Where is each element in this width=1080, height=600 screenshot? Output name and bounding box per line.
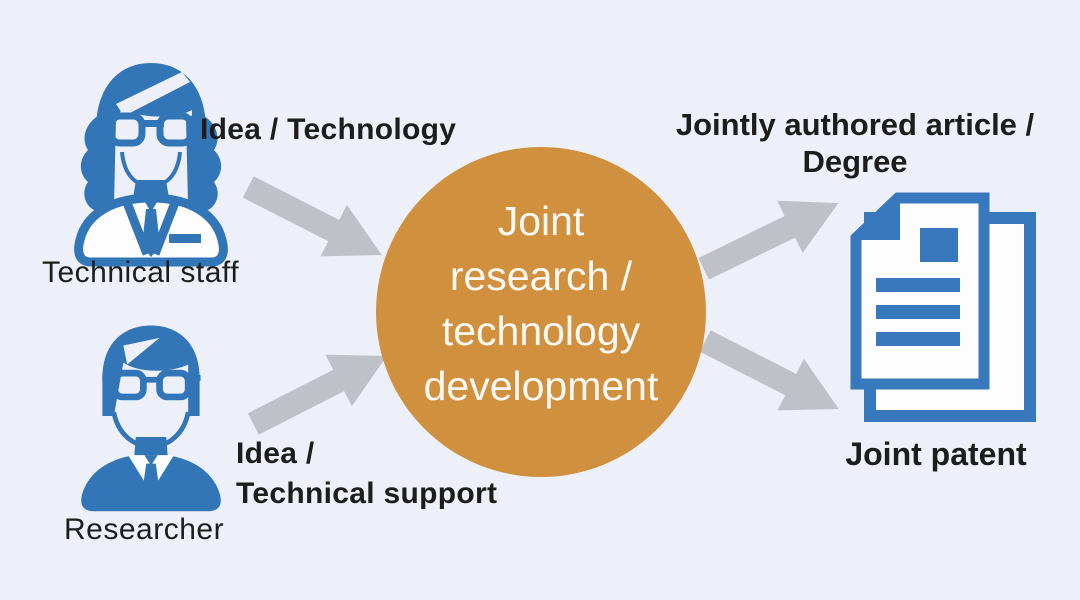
arrow-center-to-article-icon — [698, 200, 839, 280]
arrow-center-to-patent-icon — [699, 330, 839, 411]
joint-research-circle-text: Joint research / technology development — [424, 194, 659, 414]
researcher-label: Researcher — [64, 513, 225, 546]
circle-line4: development — [423, 363, 659, 409]
circle-line3: technology — [441, 308, 641, 354]
man-researcher-icon — [81, 325, 221, 512]
technical-staff-contribution-label: Idea / Technology — [200, 113, 457, 146]
researcher-contribution-line1: Idea / — [236, 437, 315, 470]
joint-patent-label: Joint patent — [845, 436, 1027, 472]
circle-line2: research / — [449, 253, 633, 299]
article-degree-line1: Jointly authored article / — [675, 107, 1035, 142]
woman-technical-staff-icon — [74, 63, 228, 267]
stacked-documents-icon — [850, 192, 1036, 422]
technical-staff-label: Technical staff — [42, 256, 240, 289]
researcher-contribution-line2: Technical support — [236, 477, 498, 510]
article-degree-label: Jointly authored article / Degree — [630, 106, 1080, 180]
article-degree-line2: Degree — [802, 144, 908, 179]
joint-research-circle: Joint research / technology development — [376, 147, 706, 477]
arrow-staff-to-center-icon — [242, 176, 382, 257]
arrow-researcher-to-center-icon — [247, 354, 387, 435]
circle-line1: Joint — [497, 198, 585, 244]
researcher-contribution-label: Idea / Technical support — [236, 434, 497, 514]
